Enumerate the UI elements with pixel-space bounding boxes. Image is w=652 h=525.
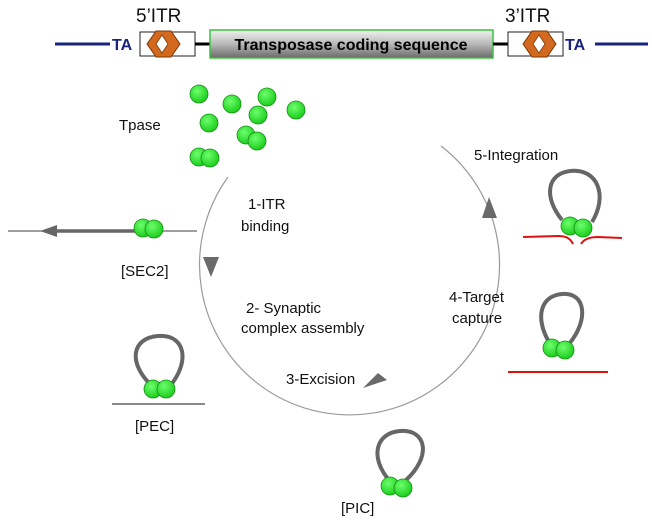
tpase-monomer (257, 87, 277, 107)
pic-complex (375, 428, 425, 498)
integration-complex (522, 168, 623, 245)
capture-loop (539, 291, 585, 346)
itr-5-label: 5’ITR (136, 6, 181, 27)
step2-label-line2: complex assembly (241, 320, 365, 337)
cycle-arrow-step1 (203, 257, 219, 277)
integration-loop (548, 168, 602, 224)
sec2-complex (8, 218, 197, 239)
tpase-monomer (200, 148, 220, 168)
pec-loop (133, 333, 185, 388)
step2-label: 2- Synaptic (246, 300, 322, 317)
pic-loop (375, 428, 425, 483)
pec-label: [PEC] (135, 418, 174, 435)
ta-left-label: TA (112, 37, 133, 54)
integration-monomer (573, 218, 593, 238)
step4-label: 4-Target (449, 289, 505, 306)
step5-label: 5-Integration (474, 147, 558, 164)
itr-5-diamond (155, 34, 169, 54)
tpase-monomer (248, 105, 268, 125)
step3-label: 3-Excision (286, 371, 355, 388)
sec2-arrowhead (40, 225, 57, 237)
itr-3-element (507, 30, 564, 58)
tpase-label: Tpase (119, 117, 161, 134)
gene-box (209, 29, 494, 59)
pic-monomer (393, 478, 413, 498)
sec2-label: [SEC2] (121, 263, 169, 280)
itr-5-element (139, 30, 196, 58)
tpase-monomer (222, 94, 242, 114)
tpase-monomer (247, 131, 267, 151)
transposon-map: TA 5’ITR Transposase coding sequence 3’I… (55, 6, 648, 59)
itr-3-diamond (532, 34, 546, 54)
ta-right-label: TA (565, 37, 586, 54)
cycle-arrow-step3 (363, 373, 387, 388)
itr-3-label: 3’ITR (505, 6, 550, 27)
step4-label-line2: capture (452, 310, 502, 327)
pec-monomer (156, 379, 176, 399)
integration-dna-left (522, 234, 574, 245)
tpase-monomer (199, 113, 219, 133)
gene-label: Transposase coding sequence (235, 37, 468, 54)
cycle-arrow-step4 (482, 197, 497, 218)
tpase-monomer (286, 100, 306, 120)
pic-label: [PIC] (341, 500, 374, 517)
capture-monomer (555, 340, 575, 360)
step1-label: 1-ITR (248, 196, 286, 213)
sec2-monomer (144, 219, 164, 239)
transposase-monomers (189, 84, 306, 168)
pec-complex (112, 333, 205, 405)
target-capture-complex (508, 291, 608, 373)
tpase-monomer (189, 84, 209, 104)
integration-dna-right (580, 235, 623, 245)
reaction-cycle-arc (198, 145, 501, 416)
step1-label-line2: binding (241, 218, 289, 235)
